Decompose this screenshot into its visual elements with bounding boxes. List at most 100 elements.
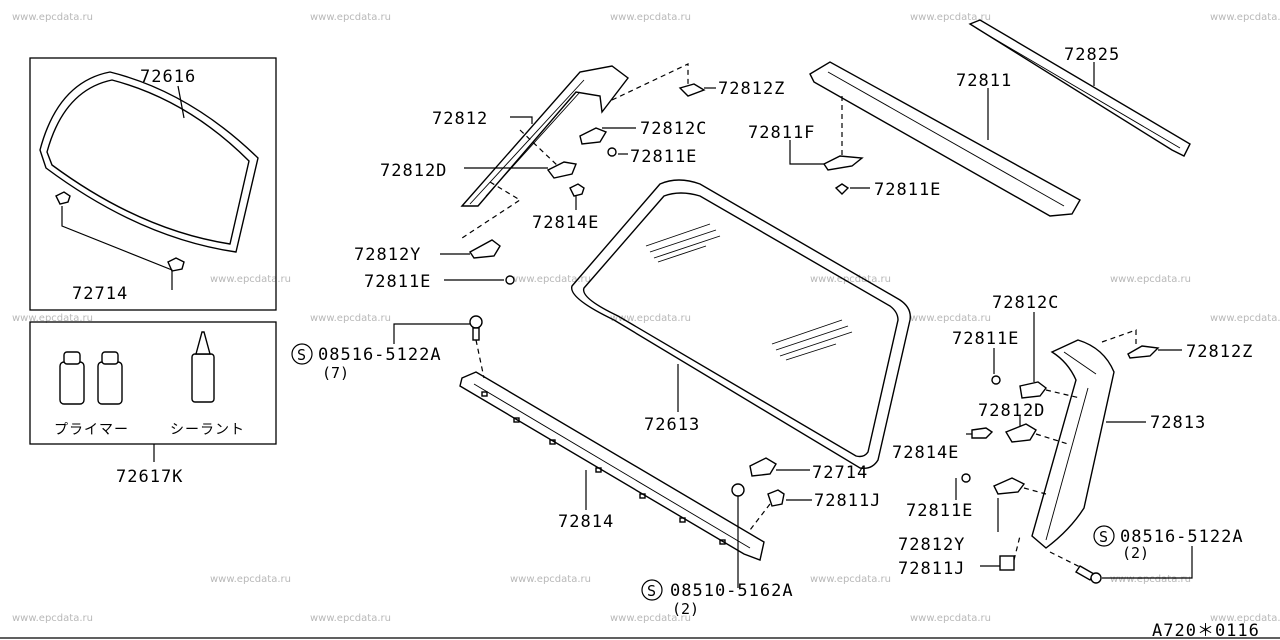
watermark-text: www.epcdata.ru xyxy=(510,574,591,585)
part-label-72811F[interactable]: 72811F xyxy=(748,123,815,143)
watermark-text: www.epcdata.ru xyxy=(12,313,93,324)
clip-72812D-icon xyxy=(1004,423,1037,443)
clip-72812C-icon xyxy=(579,127,608,145)
watermark-text: www.epcdata.ru xyxy=(910,613,991,624)
diagram-code: A720＊0116 xyxy=(1152,621,1260,640)
leader-line xyxy=(1102,546,1193,579)
part-label-72811J[interactable]: 72811J xyxy=(898,559,965,579)
weatherstrip-72616-inner xyxy=(46,79,250,245)
molding-holes xyxy=(481,391,726,545)
part-label-72811E[interactable]: 72811E xyxy=(364,272,431,292)
dashed-guide xyxy=(1013,535,1021,561)
windshield-glass-72613-inner xyxy=(582,192,899,458)
part-label-72714[interactable]: 72714 xyxy=(812,463,868,483)
part-label-72616[interactable]: 72616 xyxy=(140,67,196,87)
molding-detail xyxy=(1063,351,1097,375)
sealant-tube-icon xyxy=(191,353,215,403)
bolt-head-icon xyxy=(1090,572,1102,584)
watermark-text: www.epcdata.ru xyxy=(610,12,691,23)
molding-detail xyxy=(827,71,1065,207)
glass-reflection-marks xyxy=(645,223,853,361)
weatherstrip-box: 72616 72714 xyxy=(29,57,277,311)
clip-72811J-icon xyxy=(999,555,1015,571)
bolt-qty-2: (2) xyxy=(672,600,699,618)
molding-detail xyxy=(485,91,581,197)
part-label-72814E[interactable]: 72814E xyxy=(892,443,959,463)
primer-bottle-icon xyxy=(97,361,123,405)
part-label-72811[interactable]: 72811 xyxy=(956,71,1012,91)
watermark-text: www.epcdata.ru xyxy=(1110,274,1191,285)
part-label-72617K[interactable]: 72617K xyxy=(116,467,183,487)
dashed-guide xyxy=(461,181,522,239)
molding-72811-assembly: 72811 72825 72811F 72811E xyxy=(748,19,1191,217)
bolt-shank-icon xyxy=(1075,565,1095,581)
part-label-72812D[interactable]: 72812D xyxy=(380,161,447,181)
molding-72813 xyxy=(1031,339,1115,549)
sealant-nozzle-icon xyxy=(195,331,211,355)
watermark-text: www.epcdata.ru xyxy=(910,12,991,23)
clip-72811E-icon xyxy=(505,275,515,285)
part-label-72811E[interactable]: 72811E xyxy=(952,329,1019,349)
clip-72812Y-icon xyxy=(468,239,501,259)
clip-72814E-icon xyxy=(569,183,585,197)
clip-72814E-icon xyxy=(971,427,994,439)
watermark-text: www.epcdata.ru xyxy=(12,613,93,624)
part-label-72714[interactable]: 72714 xyxy=(72,284,128,304)
clip-72811E-icon xyxy=(834,183,850,195)
weatherstrip-frame xyxy=(29,57,277,311)
watermark-text: www.epcdata.ru xyxy=(610,613,691,624)
part-label-72812D[interactable]: 72812D xyxy=(978,401,1045,421)
bolt-code-2[interactable]: 08510-5162A xyxy=(670,581,794,601)
windshield-glass-72613-outer xyxy=(571,179,911,470)
bolt-head-icon xyxy=(469,315,483,329)
clip-72811J-icon xyxy=(767,489,785,507)
part-label-72812Z[interactable]: 72812Z xyxy=(1186,342,1253,362)
leader-line xyxy=(177,85,185,119)
bolt-code-3[interactable]: 08516-5122A xyxy=(1120,527,1244,547)
primer-cap-icon xyxy=(101,351,119,365)
clip-72812Z-icon xyxy=(678,83,706,97)
strip-detail xyxy=(975,27,1181,149)
part-label-72814[interactable]: 72814 xyxy=(558,512,614,532)
part-label-72812[interactable]: 72812 xyxy=(432,109,488,129)
weatherstrip-72616-outer xyxy=(39,71,259,253)
part-label-72812C[interactable]: 72812C xyxy=(640,119,707,139)
part-label-72811J[interactable]: 72811J xyxy=(814,491,881,511)
molding-72812-assembly: 72812 72812Z 72812C 72811E 72812D 72814E… xyxy=(354,63,785,292)
part-label-72813[interactable]: 72813 xyxy=(1150,413,1206,433)
bolt-shank-icon xyxy=(472,327,480,341)
watermark-text: www.epcdata.ru xyxy=(310,12,391,23)
molding-detail xyxy=(469,79,585,205)
watermark-text: www.epcdata.ru xyxy=(1210,613,1280,624)
repair-kit-box: プライマー シーラント 72617K xyxy=(29,321,277,487)
clip-72714-icon xyxy=(55,191,71,205)
leader-line xyxy=(510,116,533,124)
dashed-guide xyxy=(475,339,485,379)
part-label-72812Y[interactable]: 72812Y xyxy=(354,245,421,265)
part-label-72825[interactable]: 72825 xyxy=(1064,45,1120,65)
clip-72811E-icon xyxy=(961,473,971,483)
bolt-head-icon xyxy=(731,483,745,497)
screw-symbol-text: S xyxy=(1099,528,1108,546)
part-label-72811E[interactable]: 72811E xyxy=(906,501,973,521)
part-label-72814E[interactable]: 72814E xyxy=(532,213,599,233)
part-label-72811E[interactable]: 72811E xyxy=(874,180,941,200)
clip-72812C-icon xyxy=(1019,381,1047,399)
watermark-text: www.epcdata.ru xyxy=(810,574,891,585)
molding-72813-assembly: 72813 72812Z 72812C 72811E 72812D 72814E… xyxy=(892,293,1253,584)
part-label-72812Y[interactable]: 72812Y xyxy=(898,535,965,555)
clip-72812Z-icon xyxy=(1127,345,1160,359)
screw-symbol-icon xyxy=(1093,525,1115,547)
part-label-72613[interactable]: 72613 xyxy=(644,415,700,435)
molding-72814-assembly: 72814 S 08516-5122A (7) 72714 72811J S 0… xyxy=(291,315,881,618)
clip-72811E-icon xyxy=(607,147,617,157)
part-label-72812C[interactable]: 72812C xyxy=(992,293,1059,313)
leader-line xyxy=(393,323,470,344)
part-label-72811E[interactable]: 72811E xyxy=(630,147,697,167)
part-label-72812Z[interactable]: 72812Z xyxy=(718,79,785,99)
clip-72811F-icon xyxy=(822,155,864,171)
watermark-text: www.epcdata.ru xyxy=(1110,574,1191,585)
dashed-guide xyxy=(749,503,771,531)
bolt-code-1[interactable]: 08516-5122A xyxy=(318,345,442,365)
